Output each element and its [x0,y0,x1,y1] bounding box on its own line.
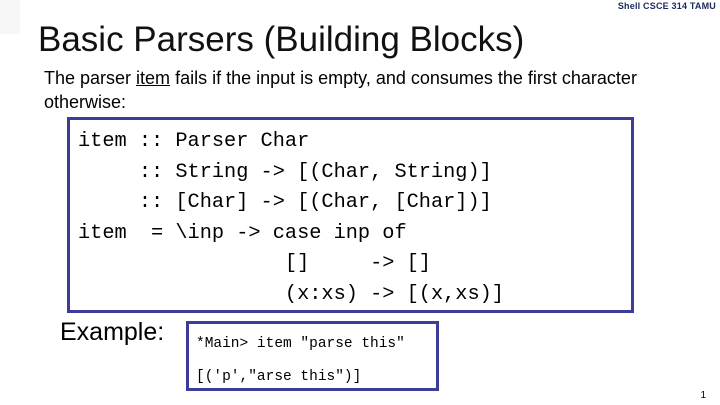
example-output: [('p',"arse this")] [196,369,362,385]
intro-before: The parser [44,68,137,88]
header-strip [0,0,20,34]
code-line: item = \inp -> case inp of [78,221,407,245]
header-bar [0,0,720,14]
code-box [67,117,634,313]
code-line: (x:xs) -> [(x,xs)] [78,282,504,306]
page-number: 1 [700,390,706,401]
code-block: item :: Parser Char :: String -> [(Char,… [78,127,504,311]
intro-after: fails if the input is empty, and consume… [44,68,637,112]
code-line: :: String -> [(Char, String)] [78,160,492,184]
example-input: *Main> item "parse this" [196,336,405,352]
code-line: :: [Char] -> [(Char, [Char])] [78,191,492,215]
example-label: Example: [60,318,165,346]
intro-text: The parser item fails if the input is em… [44,66,684,114]
code-line: [] -> [] [78,252,431,276]
code-line: item :: Parser Char [78,130,310,153]
example-box [186,321,439,391]
slide-title: Basic Parsers (Building Blocks) [38,20,525,59]
course-credit: Shell CSCE 314 TAMU [617,1,716,11]
intro-keyword: item [136,68,171,88]
